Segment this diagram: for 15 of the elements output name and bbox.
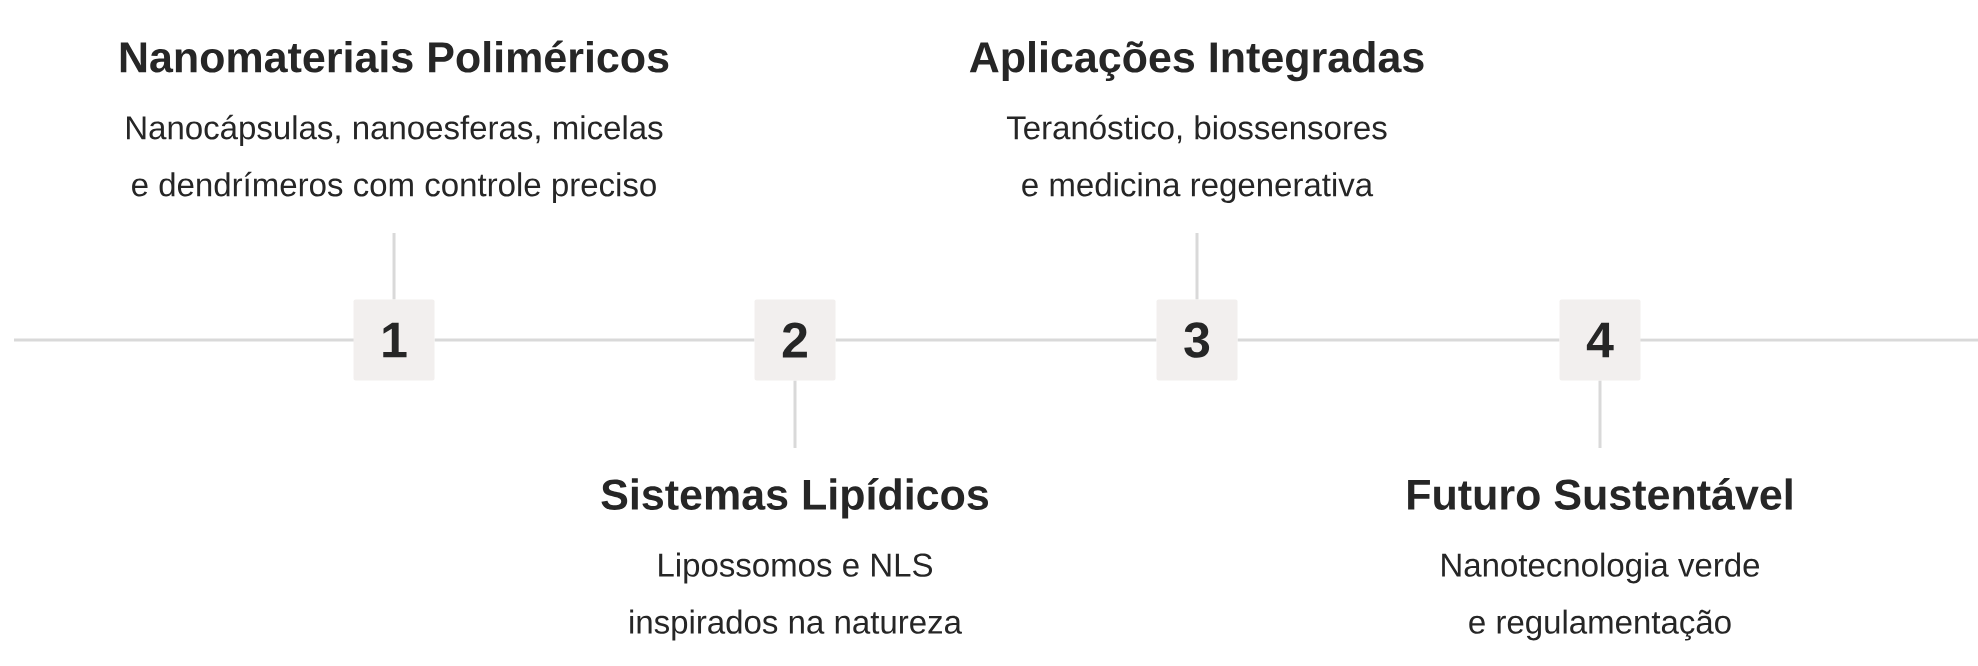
connector-line [835, 338, 1157, 342]
connector-line [392, 233, 396, 300]
connector-line [1237, 338, 1560, 342]
number-box: 3 [1156, 299, 1238, 381]
number-box: 2 [754, 299, 836, 381]
connector-line [1598, 380, 1602, 448]
milestone-text: Futuro Sustentável Nanotecnologia verde e regulamentação [1408, 478, 1792, 641]
number-box: 4 [1559, 299, 1641, 381]
milestone-text: Aplicações Integradas Teranóstico, biossensores e medicina regenerativa [969, 41, 1424, 203]
connector-line [434, 338, 755, 342]
number-box: 1 [353, 299, 435, 381]
connector-line [1195, 233, 1199, 300]
connector-line [793, 380, 797, 448]
milestone-text: Nanomateriais Poliméricos Nanocápsulas, nanoesferas, micelas e dendrímeros com controle preciso [120, 40, 669, 203]
milestone-text: Sistemas Lipídicos Lipossomos e NLS inspirados na natureza [601, 478, 989, 641]
